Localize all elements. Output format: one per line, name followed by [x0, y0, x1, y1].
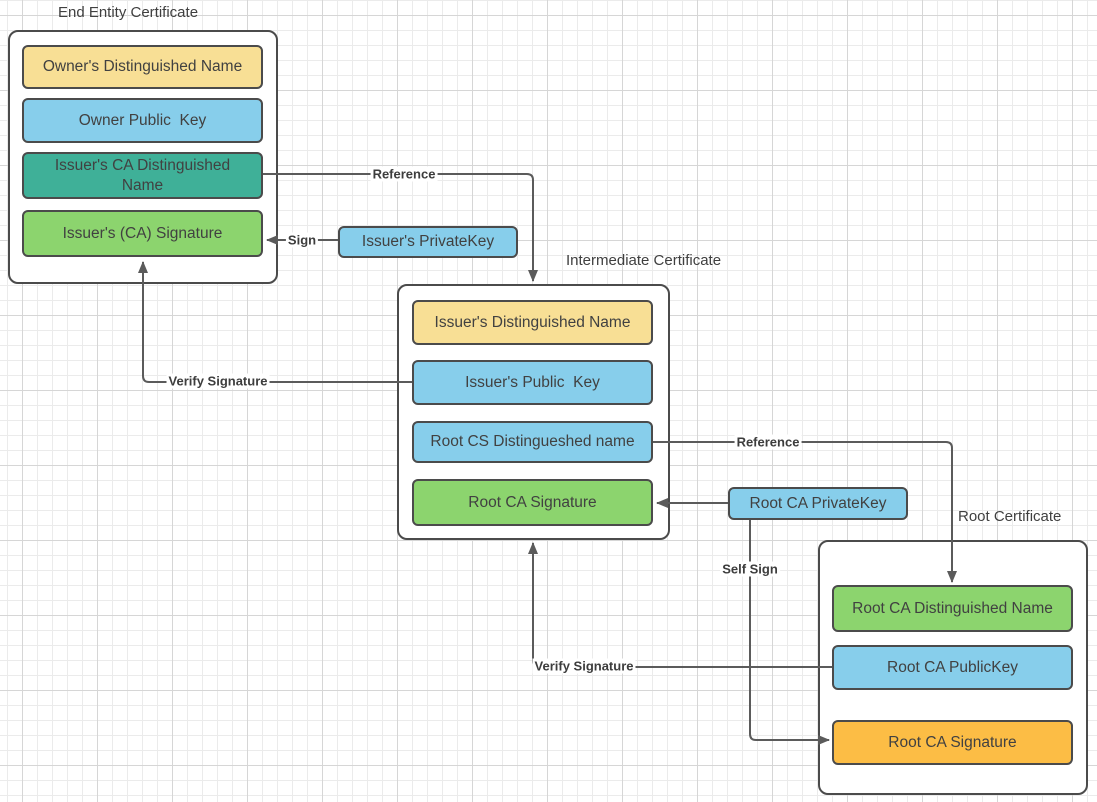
- issuer-ca-signature-box: Issuer's (CA) Signature: [22, 210, 263, 257]
- verify-signature-arrow-intermediate-to-end: [138, 261, 412, 383]
- self-sign-arrow: [749, 520, 830, 745]
- intermediate-root-ca-signature-label: Root CA Signature: [468, 493, 597, 511]
- root-cs-distingueshed-name-box: Root CS Distingueshed name: [412, 421, 653, 463]
- reference-label-1: Reference: [370, 166, 438, 182]
- root-certificate-title: Root Certificate: [958, 508, 1062, 525]
- intermediate-certificate-title: Intermediate Certificate: [566, 252, 722, 269]
- sign-label: Sign: [285, 232, 319, 248]
- issuer-public-key-box: Issuer's Public Key: [412, 360, 653, 405]
- verify-signature-label-2: Verify Signature: [532, 658, 636, 674]
- owner-distinguished-name-box: Owner's Distinguished Name: [22, 45, 263, 89]
- issuer-ca-distinguished-name-label: Issuer's CA Distinguished Name: [54, 157, 235, 194]
- root-ca-signature-box: Root CA Signature: [832, 720, 1073, 765]
- owner-public-key-label: Owner Public Key: [78, 111, 207, 129]
- intermediate-root-ca-signature-box: Root CA Signature: [412, 479, 653, 526]
- issuer-private-key-box: Issuer's PrivateKey: [338, 226, 518, 258]
- root-ca-distinguished-name-box: Root CA Distinguished Name: [832, 585, 1073, 632]
- owner-distinguished-name-label: Owner's Distinguished Name: [42, 58, 243, 76]
- end-entity-certificate-title: End Entity Certificate: [57, 4, 199, 21]
- issuer-ca-signature-label: Issuer's (CA) Signature: [62, 224, 223, 242]
- issuer-public-key-label: Issuer's Public Key: [465, 373, 600, 391]
- verify-signature-label-1: Verify Signature: [166, 373, 270, 389]
- root-ca-signature-label: Root CA Signature: [888, 733, 1017, 751]
- verify-signature-arrow-root-to-intermediate: [528, 542, 832, 668]
- self-sign-label: Self Sign: [720, 561, 780, 577]
- root-ca-public-key-label: Root CA PublicKey: [887, 658, 1018, 676]
- issuer-distinguished-name-label: Issuer's Distinguished Name: [434, 313, 631, 331]
- owner-public-key-box: Owner Public Key: [22, 98, 263, 143]
- issuer-distinguished-name-box: Issuer's Distinguished Name: [412, 300, 653, 345]
- root-ca-distinguished-name-label: Root CA Distinguished Name: [852, 599, 1053, 617]
- issuer-ca-distinguished-name-box: Issuer's CA Distinguished Name: [22, 152, 263, 199]
- reference-arrow-intermediate-to-root: [653, 441, 957, 583]
- reference-label-2: Reference: [734, 434, 802, 450]
- root-cs-distingueshed-name-label: Root CS Distingueshed name: [430, 433, 635, 451]
- root-ca-private-key-box: Root CA PrivateKey: [728, 487, 908, 520]
- root-ca-public-key-box: Root CA PublicKey: [832, 645, 1073, 690]
- reference-arrow-end-to-intermediate: [263, 173, 538, 282]
